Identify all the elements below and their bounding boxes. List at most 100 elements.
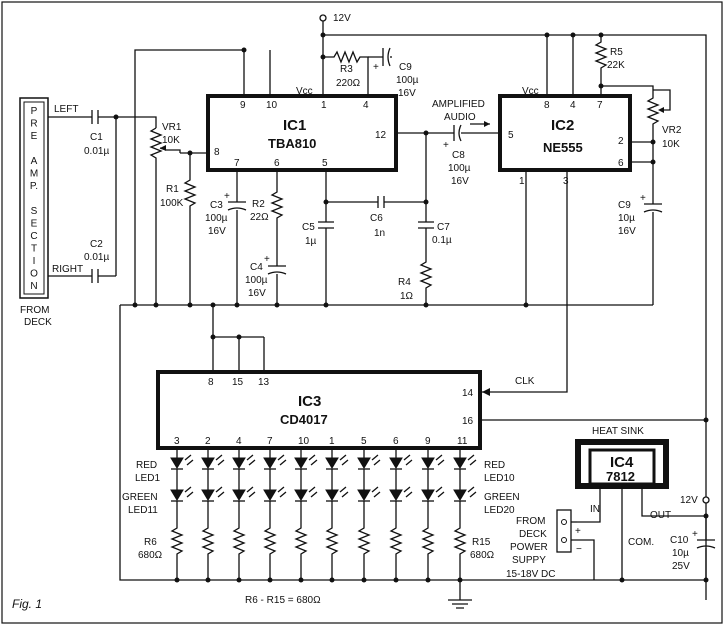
supply-12v-right-label: 12V [680, 495, 698, 506]
pre-amp-letter: P. [30, 181, 38, 192]
ic2-pin2: 2 [618, 136, 624, 147]
pre-amp-inner [23, 101, 45, 295]
red-led1-id: LED1 [135, 473, 160, 484]
led-resistor [294, 501, 308, 580]
red-led10-id: LED10 [484, 473, 515, 484]
clock-wire [482, 170, 568, 393]
led-emission [467, 454, 477, 466]
c7-label: C7 [437, 222, 450, 233]
ic1-vcc: Vcc [296, 86, 313, 97]
led-resistor [170, 501, 184, 580]
ic1-pin8: 8 [214, 147, 220, 158]
led-emission [184, 486, 194, 498]
ic2-name: IC2 [551, 117, 574, 134]
r5-value: 22K [607, 60, 625, 71]
junction [361, 577, 367, 583]
led-emission [403, 486, 413, 498]
vr1-potentiometer [149, 127, 163, 305]
led-emission [215, 454, 225, 466]
red-led [325, 457, 339, 469]
r4-label: R4 [398, 277, 411, 288]
ic1-pin10: 10 [266, 100, 278, 111]
red-led10-label: RED [484, 460, 505, 471]
connector-minus: − [576, 544, 582, 555]
junction [205, 577, 211, 583]
r1-value: 100K [160, 198, 184, 209]
ic4-out-label: OUT [650, 510, 671, 521]
c4-label: C4 [250, 262, 263, 273]
ic3-output-pin: 7 [267, 436, 273, 447]
ic2-pin6: 6 [618, 158, 624, 169]
red-led [232, 457, 246, 469]
clk-label: CLK [515, 376, 535, 387]
ic2-chip [498, 94, 632, 172]
led-emission [246, 454, 256, 466]
ground-return-wire [119, 305, 600, 581]
c9-right-label: C9 [618, 200, 631, 211]
ic1-pin9-wire [134, 49, 245, 305]
c3-capacitor [227, 170, 247, 305]
ic3-pin15: 15 [232, 377, 244, 388]
c9-top-voltage: 16V [398, 88, 416, 99]
ic1-pin12: 12 [375, 130, 387, 141]
ic1-name: IC1 [283, 117, 306, 134]
junction [153, 302, 159, 308]
ic3-output-pin: 6 [393, 436, 399, 447]
green-led20-label: GREEN [484, 492, 520, 503]
right-label: RIGHT [52, 264, 83, 275]
junction [241, 47, 247, 53]
c8-value: 100µ [448, 163, 471, 174]
connector-plus: + [575, 526, 581, 537]
c9-top-plus: + [373, 62, 379, 73]
c10-value: 10µ [672, 548, 689, 559]
c3-label: C3 [210, 200, 223, 211]
ic4-chip [588, 448, 656, 486]
ic1-pin1: 1 [321, 100, 327, 111]
led-emission [403, 454, 413, 466]
red-led1-label: RED [136, 460, 157, 471]
from-deck-supply-4: SUPPY [512, 555, 546, 566]
ic1-chip [206, 94, 398, 172]
from-deck-supply-3: POWER [510, 542, 548, 553]
r15-value: 680Ω [470, 550, 495, 561]
ic1-pin9: 9 [240, 100, 246, 111]
green-led [453, 489, 467, 501]
c2-capacitor [91, 269, 116, 283]
ic3-part: CD4017 [280, 412, 328, 427]
junction [132, 302, 138, 308]
c2-value: 0.01µ [84, 252, 109, 263]
r3-value: 220Ω [336, 78, 361, 89]
c4-plus: + [264, 254, 270, 265]
ic4-in-wire [577, 486, 601, 523]
supply-12v-right-terminal [702, 496, 710, 504]
c8-voltage: 16V [451, 176, 469, 187]
c10-voltage: 25V [672, 561, 690, 572]
c10-label: C10 [670, 535, 689, 546]
led-emission [308, 454, 318, 466]
junction [236, 334, 242, 340]
c8-plus: + [443, 140, 449, 151]
red-led [263, 457, 277, 469]
ground-bus-junctions [132, 302, 529, 308]
ic3-chip [156, 370, 482, 450]
red-led [357, 457, 371, 469]
led-emission [246, 486, 256, 498]
green-led [263, 489, 277, 501]
ic3-output-pin: 9 [425, 436, 431, 447]
junction [187, 302, 193, 308]
red-led [294, 457, 308, 469]
r5-label: R5 [610, 47, 623, 58]
ic2-pin4: 4 [570, 100, 576, 111]
c5-value: 1µ [305, 236, 317, 247]
led-array [170, 448, 477, 583]
figure-label: Fig. 1 [12, 597, 42, 611]
heat-sink-label: HEAT SINK [592, 426, 644, 437]
from-deck-supply-1: FROM [516, 516, 545, 527]
junction [523, 302, 529, 308]
ic2-part: NE555 [543, 140, 583, 155]
ic1-pin5: 5 [322, 158, 328, 169]
c4-voltage: 16V [248, 288, 266, 299]
ic4-part: 7812 [606, 469, 635, 484]
ic3-pin8: 8 [208, 377, 214, 388]
